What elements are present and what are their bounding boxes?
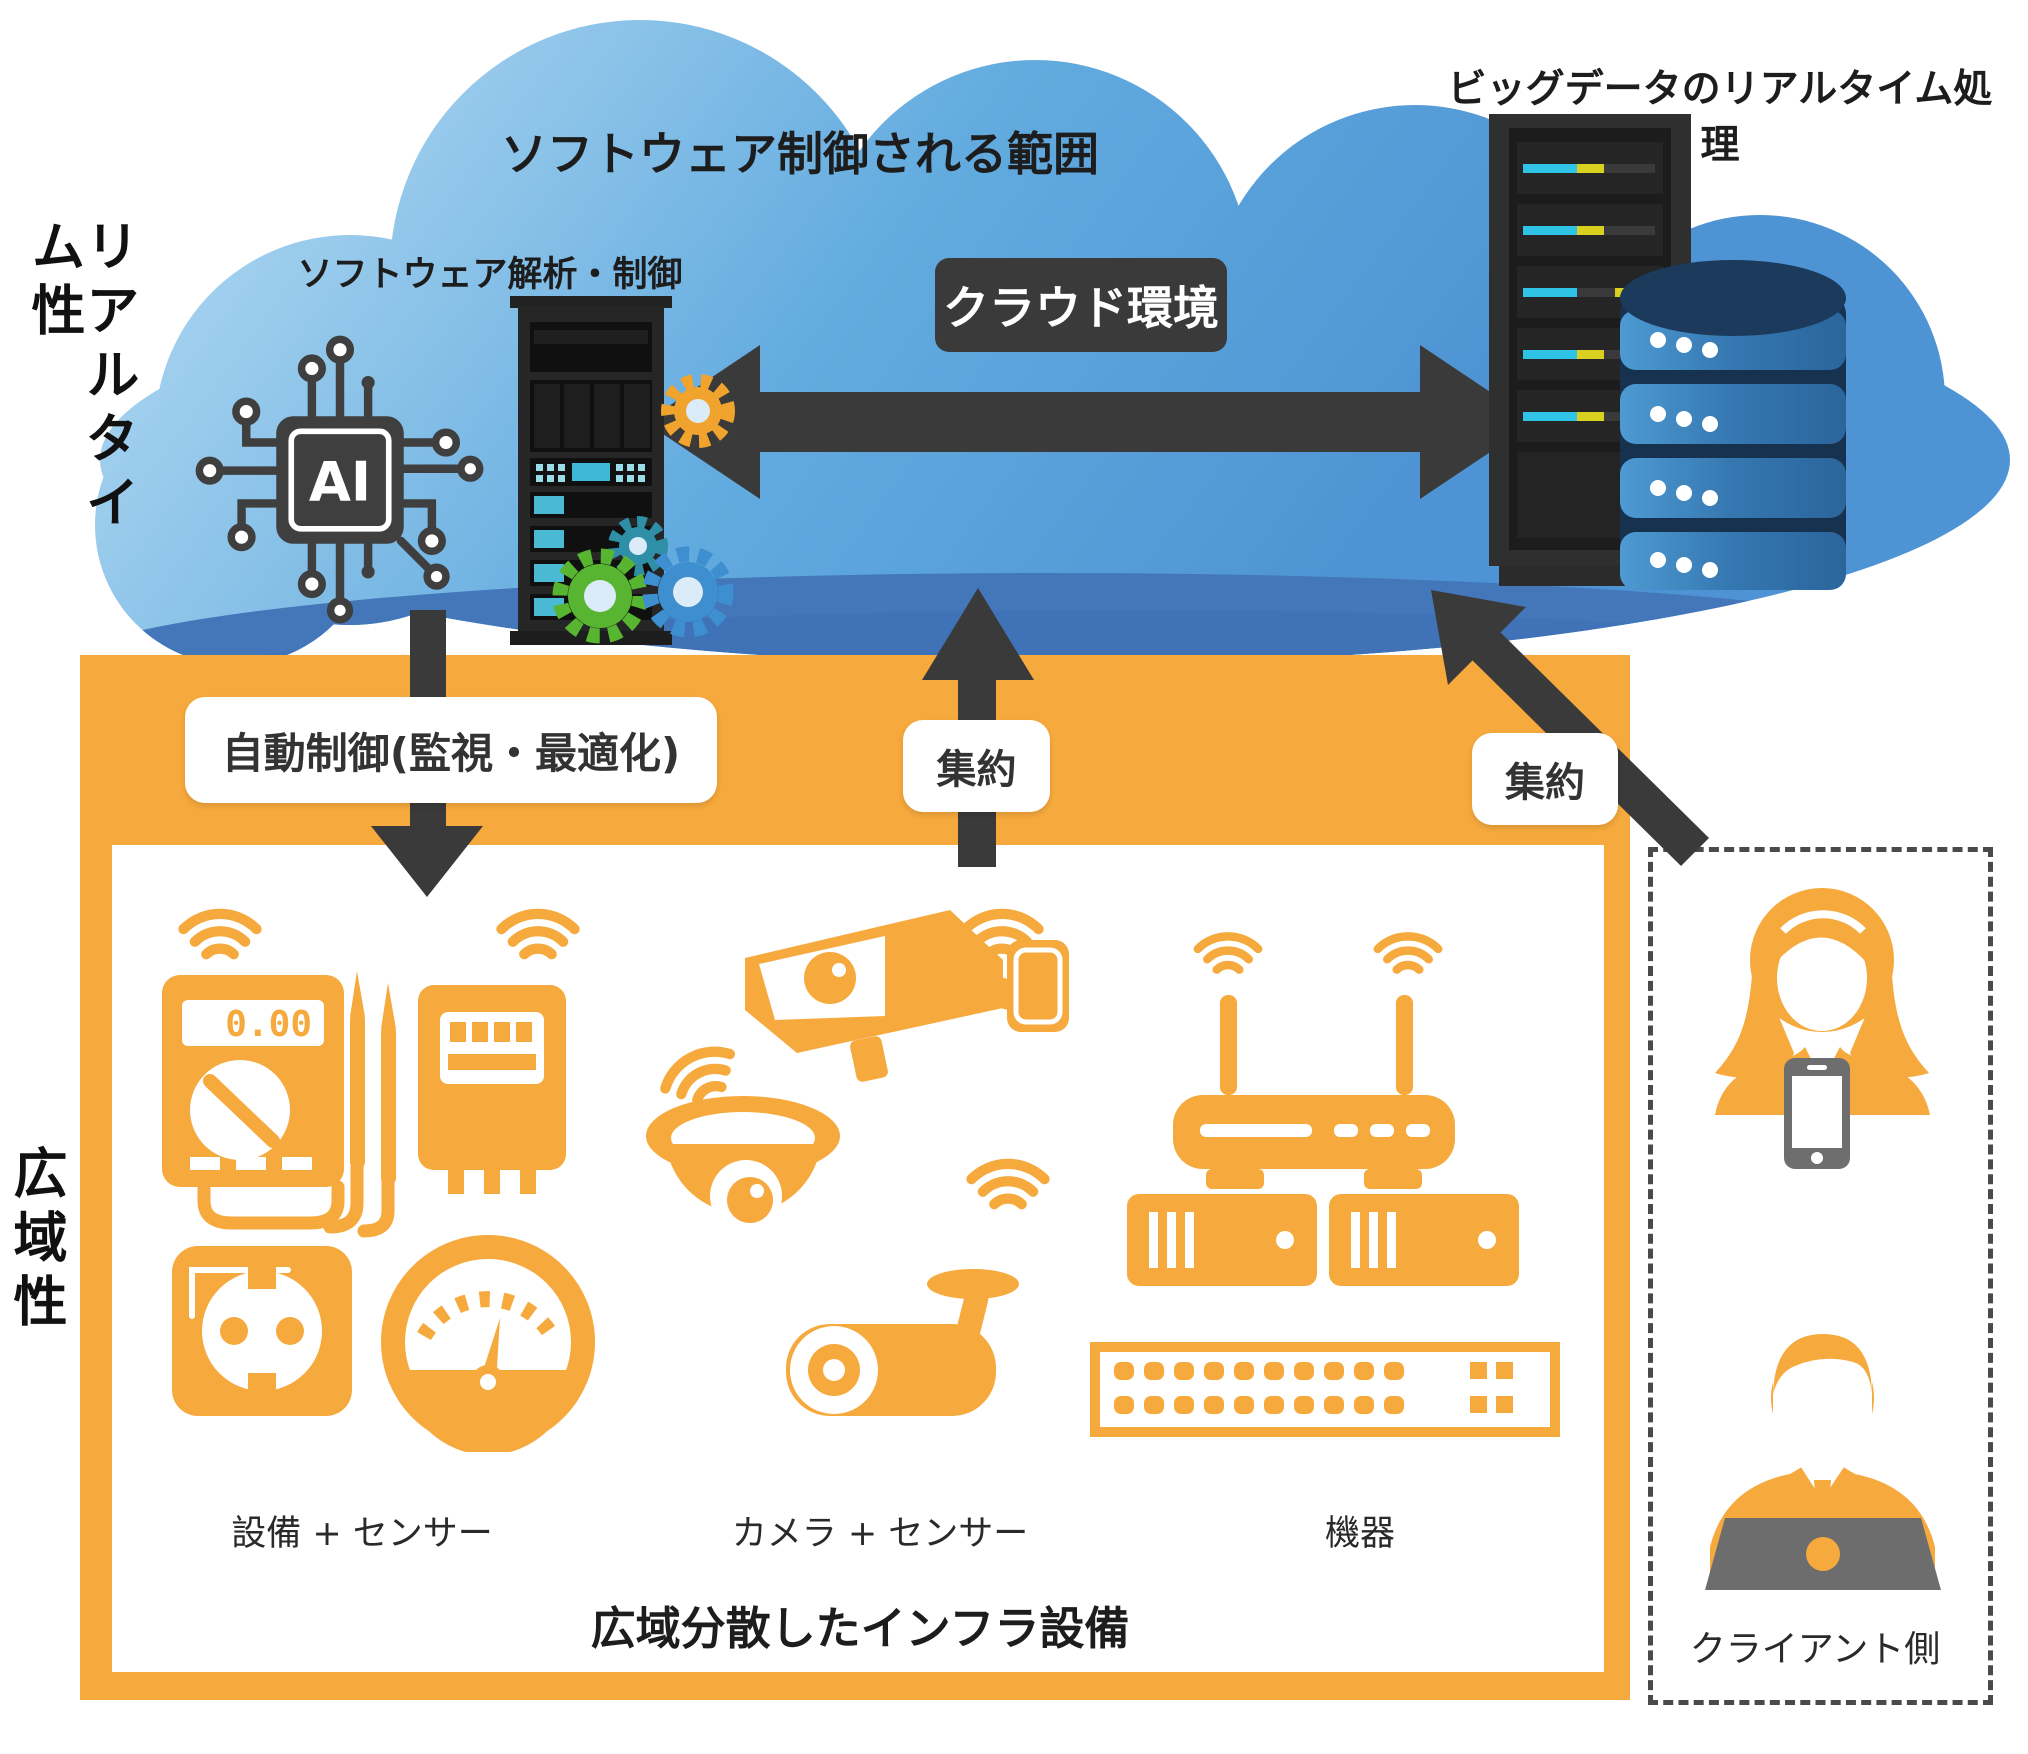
cloud-bidirectional-arrow (645, 345, 1535, 499)
rack-device-icon (1327, 1192, 1522, 1296)
database-stack-icon (1616, 250, 1852, 604)
wifi-waves-icon (160, 888, 280, 972)
wifi-waves-icon (1358, 915, 1458, 985)
power-outlet-icon (168, 1242, 358, 1426)
ai-chip-text: AI (309, 451, 371, 514)
auto-control-pill: 自動制御(監視・最適化) (185, 697, 717, 803)
wifi-waves-icon (1178, 915, 1278, 985)
rack-device-icon (1125, 1192, 1320, 1296)
aggregate-right-pill: 集約 (1472, 733, 1618, 825)
male-user-laptop-icon (1695, 1322, 1950, 1596)
smartphone-icon (1782, 1056, 1852, 1175)
aggregate-center-pill: 集約 (903, 720, 1050, 812)
group-label-equipment: 設備 + センサー (231, 1514, 493, 1554)
group-label-camera: カメラ + センサー (731, 1514, 1029, 1554)
client-side-label: クライアント側 (1689, 1629, 1941, 1670)
gears-icon (552, 374, 735, 644)
wifi-waves-icon (948, 1138, 1068, 1222)
multimeter-icon: 0.00 (160, 955, 410, 1279)
dome-camera-icon (638, 1078, 868, 1287)
group-label-devices: 機器 (1324, 1514, 1395, 1554)
network-switch-icon (1090, 1342, 1560, 1441)
wifi-waves-icon (478, 888, 598, 972)
bigdata-label: ビッグデータのリアルタイム処理 (1447, 67, 1993, 168)
infrastructure-title: 広域分散したインフラ設備 (590, 1602, 1130, 1655)
ai-chip-icon: AI (190, 330, 490, 634)
box-camera-icon (735, 898, 1075, 1137)
cloud-env-badge: クラウド環境 (935, 258, 1227, 352)
server-tower-icon (498, 296, 738, 655)
bullet-camera-icon (768, 1258, 1038, 1437)
cloud-title: ソフトウェア制御される範囲 (501, 127, 1099, 181)
gauge-meter-icon (378, 1232, 598, 1456)
multimeter-display: 0.00 (225, 1004, 312, 1045)
realtime-axis-label: リアルタイム性 (22, 218, 139, 538)
software-analysis-label: ソフトウェア解析・制御 (297, 255, 683, 295)
wifi-router-icon (1158, 990, 1468, 1244)
client-side-box (1648, 847, 1993, 1705)
smart-meter-icon (410, 950, 575, 1199)
wifi-waves-icon (625, 1007, 770, 1138)
wide-area-axis-label: 広域性 (4, 1145, 67, 1337)
